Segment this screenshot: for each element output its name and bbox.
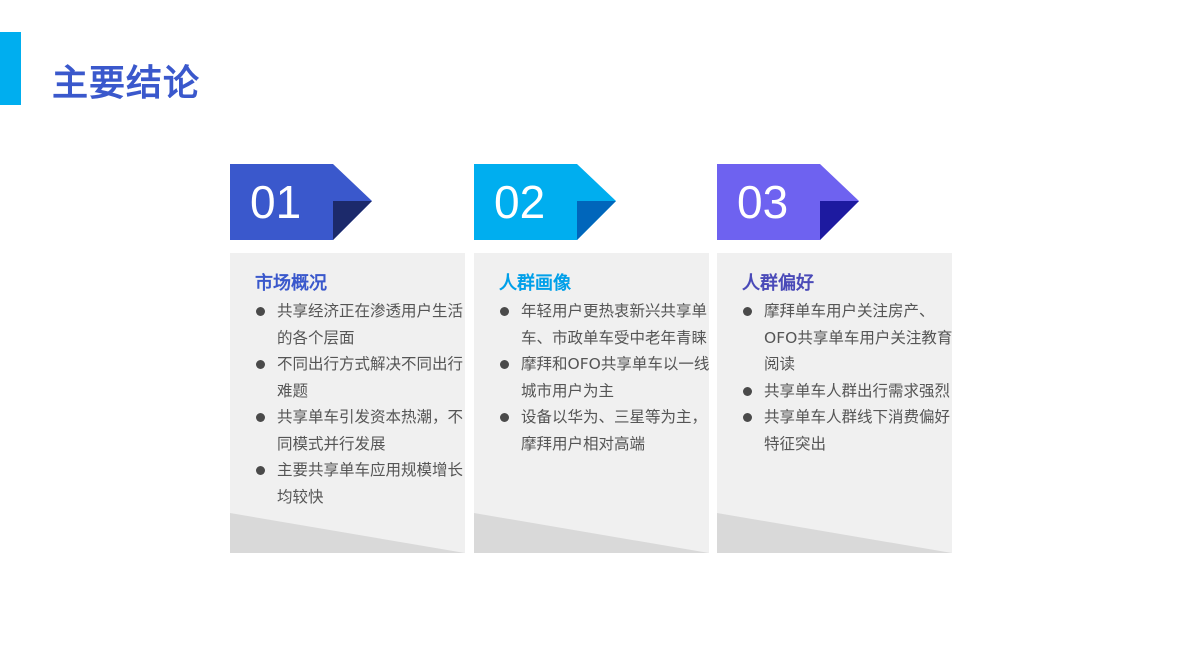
card-panel: 人群偏好 摩拜单车用户关注房产、OFO共享单车用户关注教育阅读 共享单车人群出行… — [717, 253, 952, 553]
card-heading: 人群画像 — [499, 273, 571, 294]
card-number: 03 — [737, 176, 789, 228]
title-accent-bar — [0, 32, 21, 105]
bullet-icon — [500, 413, 509, 422]
bullet-list: 共享经济正在渗透用户生活的各个层面 不同出行方式解决不同出行难题 共享单车引发资… — [255, 298, 465, 510]
arrow-tab-icon — [474, 164, 616, 240]
panel-corner-shade — [474, 513, 709, 553]
card-user-preference: 03 人群偏好 摩拜单车用户关注房产、OFO共享单车用户关注教育阅读 共享单车人… — [717, 164, 952, 554]
panel-corner-shade — [230, 513, 465, 553]
card-number: 01 — [250, 176, 302, 228]
bullet-icon — [256, 466, 265, 475]
panel-corner-shade — [717, 513, 952, 553]
bullet-icon — [743, 386, 752, 396]
bullet-icon — [743, 307, 752, 316]
list-item: 不同出行方式解决不同出行难题 — [255, 351, 465, 404]
card-heading: 人群偏好 — [742, 273, 814, 294]
bullet-list: 年轻用户更热衷新兴共享单车、市政单车受中老年青睐 摩拜和OFO共享单车以一线城市… — [499, 298, 709, 457]
arrow-tab-icon — [230, 164, 372, 240]
bullet-icon — [500, 360, 509, 369]
number-tab: 02 — [474, 164, 617, 240]
list-item: 年轻用户更热衷新兴共享单车、市政单车受中老年青睐 — [499, 298, 709, 351]
list-item: 共享经济正在渗透用户生活的各个层面 — [255, 298, 465, 351]
card-panel: 人群画像 年轻用户更热衷新兴共享单车、市政单车受中老年青睐 摩拜和OFO共享单车… — [474, 253, 709, 553]
number-tab: 03 — [717, 164, 860, 240]
bullet-icon — [256, 307, 265, 316]
card-heading: 市场概况 — [255, 273, 327, 294]
list-item: 主要共享单车应用规模增长均较快 — [255, 457, 465, 510]
card-market-overview: 01 市场概况 共享经济正在渗透用户生活的各个层面 不同出行方式解决不同出行难题… — [230, 164, 465, 554]
list-item: 摩拜单车用户关注房产、OFO共享单车用户关注教育阅读 — [742, 298, 952, 378]
list-item: 共享单车引发资本热潮，不同模式并行发展 — [255, 404, 465, 457]
arrow-tab-icon — [717, 164, 859, 240]
list-item: 共享单车人群线下消费偏好特征突出 — [742, 404, 952, 457]
list-item: 共享单车人群出行需求强烈 — [742, 378, 952, 405]
card-user-profile: 02 人群画像 年轻用户更热衷新兴共享单车、市政单车受中老年青睐 摩拜和OFO共… — [474, 164, 709, 554]
card-number: 02 — [494, 176, 546, 228]
list-item: 摩拜和OFO共享单车以一线城市用户为主 — [499, 351, 709, 404]
bullet-icon — [256, 360, 265, 369]
page-title: 主要结论 — [52, 63, 201, 104]
list-item: 设备以华为、三星等为主，摩拜用户相对高端 — [499, 404, 709, 457]
bullet-icon — [743, 413, 752, 422]
bullet-list: 摩拜单车用户关注房产、OFO共享单车用户关注教育阅读 共享单车人群出行需求强烈 … — [742, 298, 952, 457]
bullet-icon — [256, 413, 265, 422]
number-tab: 01 — [230, 164, 373, 240]
bullet-icon — [500, 307, 509, 316]
card-panel: 市场概况 共享经济正在渗透用户生活的各个层面 不同出行方式解决不同出行难题 共享… — [230, 253, 465, 553]
